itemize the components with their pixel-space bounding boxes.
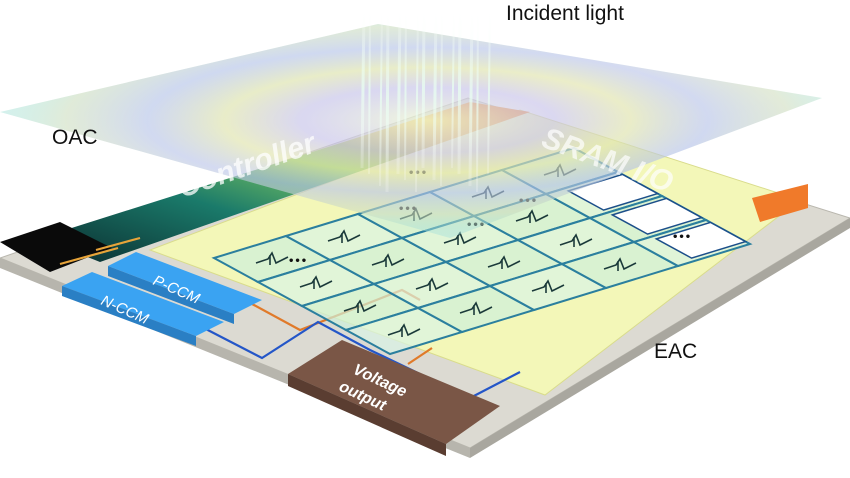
light-beam [440,5,443,187]
ellipsis-marker: ••• [672,232,691,243]
light-beam [432,5,438,181]
readout-cell [654,221,748,259]
black-pad [0,222,112,272]
light-beam [457,5,462,175]
light-beam [487,5,491,175]
incident-light-label: Incident light [506,2,624,25]
incident-light-beams [360,5,491,193]
cell-circuit-symbol [371,253,405,267]
cell-circuit-symbol [515,209,549,223]
cell-circuit-symbol [299,275,333,289]
orange-pad [752,184,808,222]
light-beam [476,5,479,193]
light-beam [404,5,407,181]
light-beam [451,5,455,169]
light-beam [379,5,383,187]
pixel-cell-grid [211,146,753,356]
readout-cell [610,197,704,235]
cell-circuit-symbol [603,257,637,271]
cell-circuit-symbol [415,277,449,291]
substrate-edge-right [470,218,850,458]
light-beam [415,5,419,193]
cell-circuit-symbol [459,301,493,315]
ellipsis-marker: ••• [288,256,307,267]
cell-circuit-symbol [255,251,289,265]
light-beam [360,5,366,169]
light-beam [421,5,426,169]
light-beam [468,5,474,187]
light-beam [368,5,371,175]
light-beam [385,5,390,193]
cell-circuit-symbol [387,323,421,337]
cell-circuit-symbol [559,233,593,247]
cell-circuit-symbol [343,299,377,313]
voltage-output-module: Voltage output [288,340,500,456]
cell-circuit-symbol [531,279,565,293]
readout-cell [566,173,660,211]
cell-circuit-symbol [487,255,521,269]
cell-circuit-symbol [327,229,361,243]
eac-label: EAC [654,340,698,363]
oac-label: OAC [52,126,98,149]
light-beam [396,5,402,175]
